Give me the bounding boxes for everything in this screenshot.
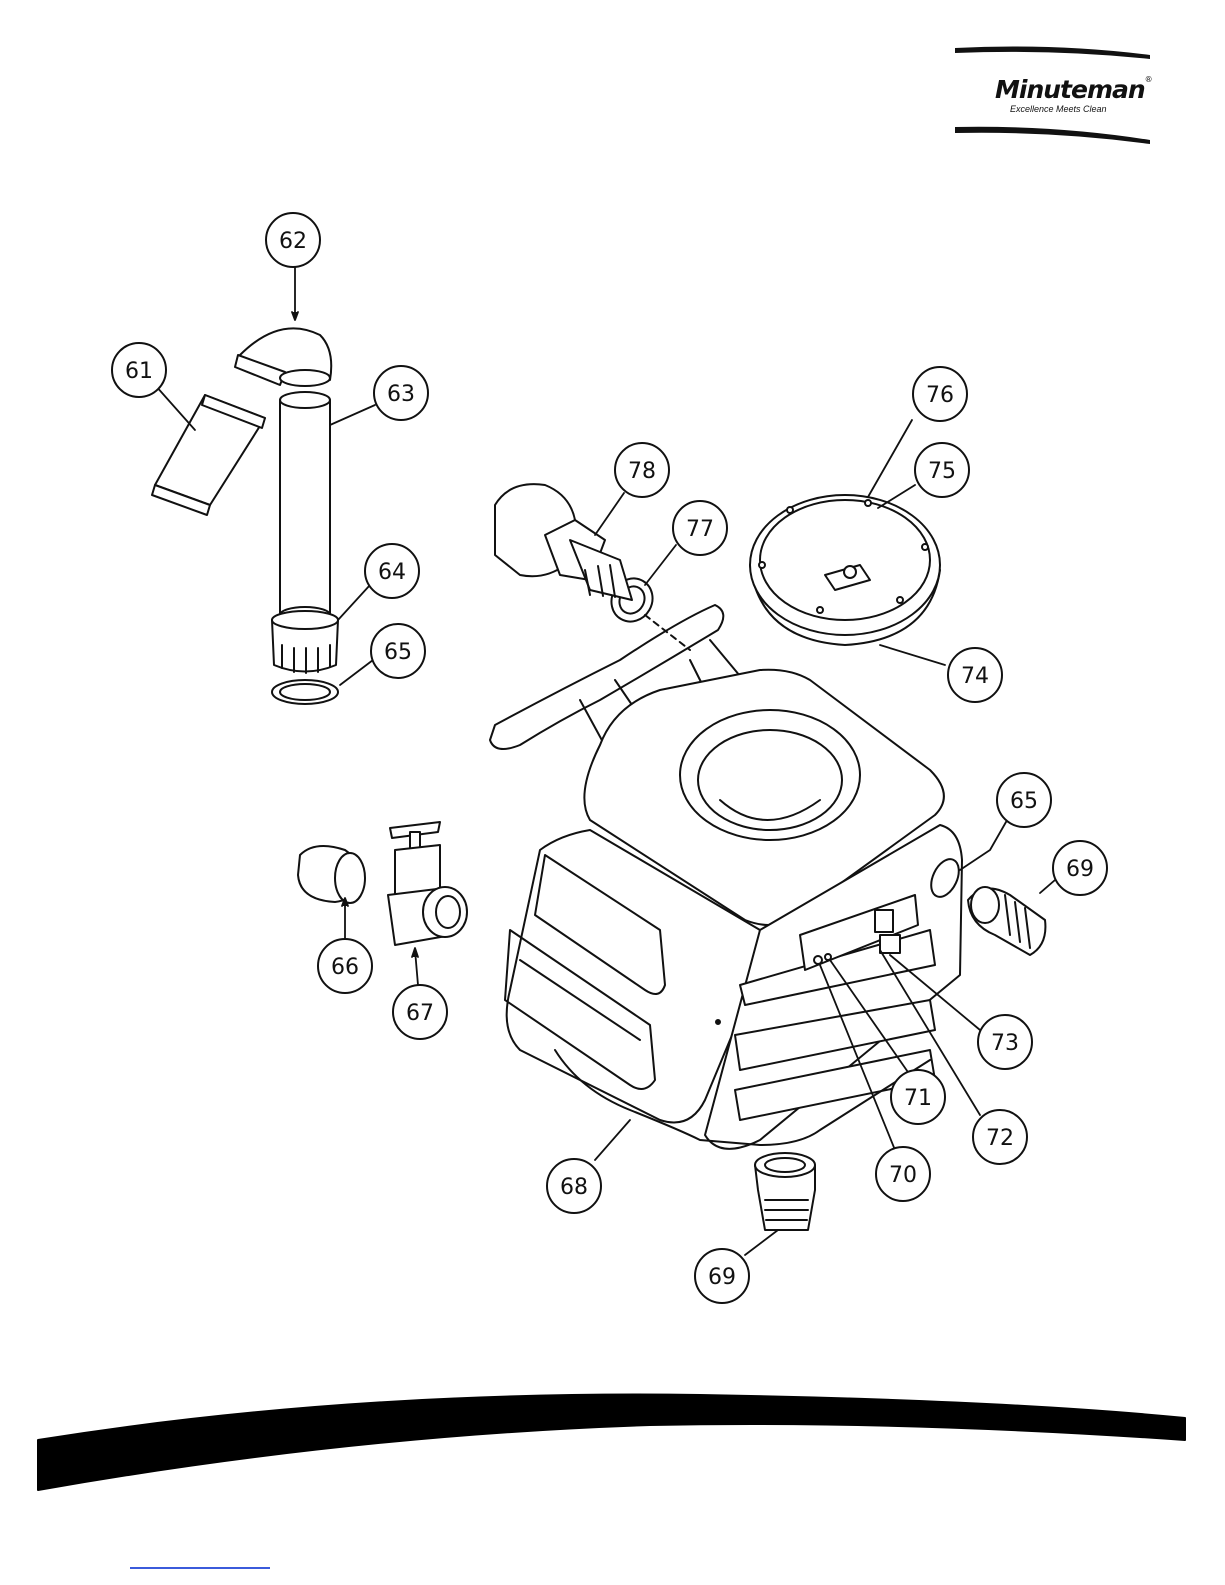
callout-65-right: 65	[997, 773, 1051, 827]
callout-label: 75	[928, 459, 956, 484]
part-67-slide-valve	[388, 822, 467, 945]
part-68-recovery-tank	[490, 605, 962, 1149]
callout-label: 78	[628, 459, 656, 484]
callout-69-bottom: 69	[695, 1249, 749, 1303]
callout-78: 78	[615, 443, 669, 497]
callout-74: 74	[948, 648, 1002, 702]
callout-label: 64	[378, 560, 406, 585]
callout-label: 70	[889, 1163, 917, 1188]
callout-65-left: 65	[371, 624, 425, 678]
callout-68: 68	[547, 1159, 601, 1213]
callout-73: 73	[978, 1015, 1032, 1069]
callout-label: 69	[1066, 857, 1094, 882]
callout-label: 71	[904, 1086, 932, 1111]
callout-label: 72	[986, 1126, 1014, 1151]
callout-label: 77	[686, 517, 714, 542]
callout-75: 75	[915, 443, 969, 497]
callout-label: 66	[331, 955, 359, 980]
callout-label: 62	[279, 229, 307, 254]
part-63-tube	[280, 392, 330, 623]
callout-label: 76	[926, 383, 954, 408]
callout-66: 66	[318, 939, 372, 993]
callout-label: 67	[406, 1001, 434, 1026]
callout-77: 77	[673, 501, 727, 555]
part-64-coupler	[272, 611, 338, 673]
part-78-float-assembly	[495, 484, 632, 600]
callout-69-right: 69	[1053, 841, 1107, 895]
callout-label: 68	[560, 1175, 588, 1200]
part-69-threaded-fitting-bottom	[755, 1153, 815, 1230]
callout-label: 63	[387, 382, 415, 407]
callout-label: 69	[708, 1265, 736, 1290]
part-66-elbow-fitting	[298, 846, 365, 903]
callout-63: 63	[374, 366, 428, 420]
callout-62: 62	[266, 213, 320, 267]
callout-label: 73	[991, 1031, 1019, 1056]
part-69-threaded-fitting-right	[968, 887, 1045, 955]
callout-61: 61	[112, 343, 166, 397]
callout-label: 65	[1010, 789, 1038, 814]
part-74-lid-dome	[750, 495, 940, 645]
callout-label: 74	[961, 664, 989, 689]
part-62-elbow	[235, 328, 331, 386]
callout-label: 61	[125, 359, 153, 384]
callout-64: 64	[365, 544, 419, 598]
footer-swoosh	[38, 1395, 1185, 1490]
callout-72: 72	[973, 1110, 1027, 1164]
footer-link-underline[interactable]	[130, 1567, 270, 1569]
callout-71: 71	[891, 1070, 945, 1124]
callout-76: 76	[913, 367, 967, 421]
callout-label: 65	[384, 640, 412, 665]
part-61-hose-cuff	[152, 395, 265, 515]
callout-67: 67	[393, 985, 447, 1039]
callout-70: 70	[876, 1147, 930, 1201]
